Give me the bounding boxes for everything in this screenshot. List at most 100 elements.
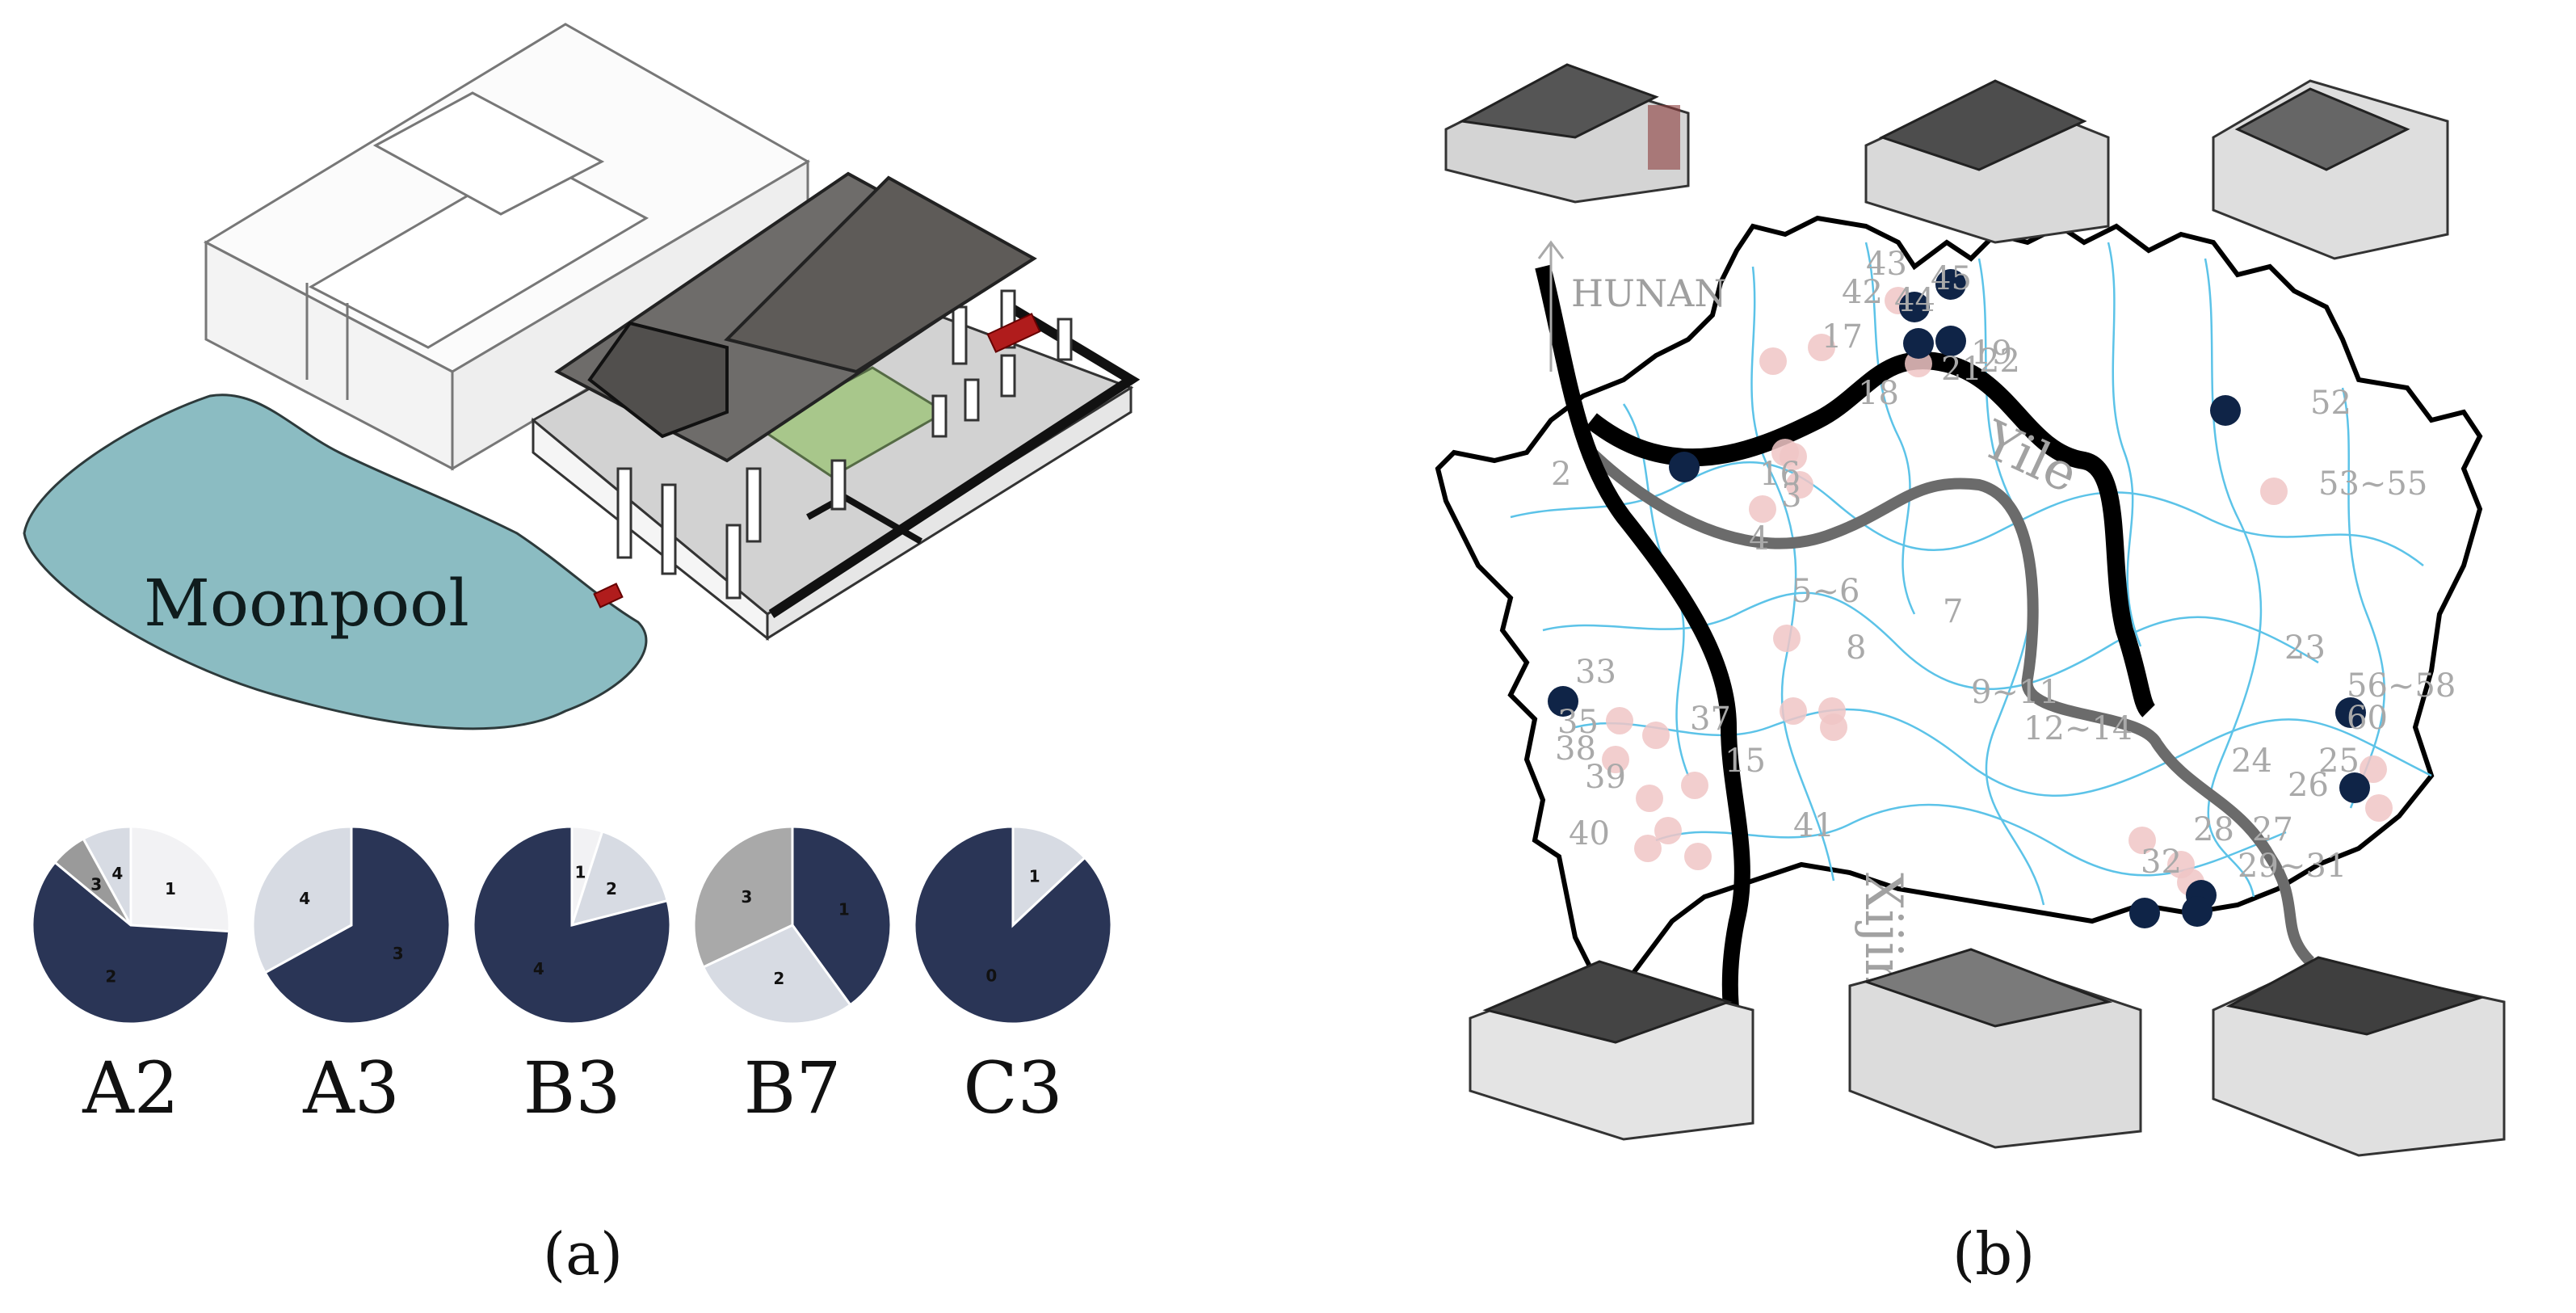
site-marker-dark xyxy=(2129,898,2160,928)
site-label: 29~31 xyxy=(2238,848,2347,885)
axonometric-drawing xyxy=(23,23,1141,730)
site-marker-light xyxy=(2128,827,2156,854)
pie-a2-slice-label-3: 4 xyxy=(111,864,123,883)
pie-a2-slice-0 xyxy=(129,825,231,933)
pie-label-b3: B3 xyxy=(523,1046,621,1130)
site-marker-light xyxy=(1636,785,1663,812)
pie-a2-slice-label-2: 3 xyxy=(90,874,102,894)
pie-a2-slice-label-0: 1 xyxy=(165,879,176,898)
pie-b3-slice-label-0: 1 xyxy=(575,863,586,882)
pie-b7-slice-0 xyxy=(791,825,893,1007)
building-thumbnail-bottom-2 xyxy=(1848,948,2142,1149)
site-markers xyxy=(1548,269,2393,928)
site-label: 5~6 xyxy=(1792,573,1860,610)
site-marker-dark xyxy=(1899,292,1930,322)
building-thumbnail-top-1 xyxy=(1444,63,1690,204)
site-marker-light xyxy=(2167,851,2195,878)
site-label: 17 xyxy=(1822,318,1863,356)
site-marker-light xyxy=(1759,347,1787,375)
site-label: 25 xyxy=(2318,743,2360,780)
site-marker-light xyxy=(1684,843,1712,870)
site-marker-light xyxy=(1808,334,1835,361)
site-label: 53~55 xyxy=(2318,465,2427,503)
site-label: 52 xyxy=(2310,385,2351,422)
river-yile xyxy=(1586,351,2156,718)
pie-b3-slice-label-2: 4 xyxy=(533,959,544,978)
brick-marker xyxy=(593,583,624,608)
site-label: 15 xyxy=(1725,743,1766,780)
site-label: 42 xyxy=(1842,274,1883,311)
site-marker-light xyxy=(1654,817,1682,844)
pie-label-a2: A2 xyxy=(82,1046,179,1130)
site-label: 39 xyxy=(1585,759,1626,796)
site-label: 8 xyxy=(1846,629,1866,667)
site-marker-light xyxy=(1681,772,1708,799)
site-label: 44 xyxy=(1894,282,1935,319)
site-label: 38 xyxy=(1555,730,1596,768)
pie-c3-slice-0 xyxy=(1011,825,1087,928)
site-label: 24 xyxy=(2231,743,2272,780)
site-label: 19 xyxy=(1971,335,2012,372)
site-marker-light xyxy=(1642,722,1670,749)
site-label: 45 xyxy=(1931,260,1972,297)
site-marker-light xyxy=(2360,755,2387,783)
direction-label-hunan: HUNAN xyxy=(1571,271,1727,315)
site-marker-light xyxy=(1780,443,1807,470)
site-label: 28 xyxy=(2193,811,2234,848)
pie-label-a3: A3 xyxy=(303,1046,400,1130)
pie-b3-slice-label-1: 2 xyxy=(606,879,617,898)
pie-c3-slice-label-0: 1 xyxy=(1029,866,1040,886)
site-marker-light xyxy=(2260,478,2288,505)
moonpool-shape xyxy=(23,393,648,730)
site-label: 27 xyxy=(2252,811,2293,848)
site-label: 33 xyxy=(1575,654,1616,691)
site-marker-dark xyxy=(2335,697,2366,728)
red-bench xyxy=(986,313,1041,353)
pie-label-c3: C3 xyxy=(963,1046,1063,1130)
pie-a3-slice-0 xyxy=(263,825,452,1025)
site-label: 23 xyxy=(2284,629,2326,667)
pie-a2-slice-1 xyxy=(31,861,231,1025)
site-label: 9~11 xyxy=(1971,674,2060,711)
pie-b7-slice-label-1: 2 xyxy=(773,969,784,988)
site-label: 37 xyxy=(1690,701,1731,738)
site-label: 2 xyxy=(1551,456,1571,493)
site-label: 16 xyxy=(1759,456,1801,493)
site-label: 60 xyxy=(2347,700,2388,737)
caption-b: (b) xyxy=(1952,1220,2036,1288)
building-thumbnail-bottom-1 xyxy=(1469,960,1754,1141)
site-label: 26 xyxy=(2288,767,2329,804)
site-marker-light xyxy=(1606,707,1633,734)
site-label: 56~58 xyxy=(2347,667,2456,705)
site-marker-dark xyxy=(1935,326,1966,356)
site-marker-dark xyxy=(2339,772,2370,803)
pie-b3-slice-1 xyxy=(569,830,669,928)
site-label: 43 xyxy=(1866,246,1907,283)
pie-b3-slice-2 xyxy=(472,825,672,1025)
site-marker-light xyxy=(1749,495,1776,523)
site-marker-light xyxy=(2365,794,2393,822)
building-thumbnail-bottom-3 xyxy=(2212,956,2506,1157)
site-label: 7 xyxy=(1943,593,1963,630)
pie-a3-slice-1 xyxy=(251,825,353,974)
pie-b7-slice-2 xyxy=(692,825,794,969)
site-label: 41 xyxy=(1793,807,1834,844)
pie-b7-slice-label-0: 1 xyxy=(838,899,850,919)
site-marker-light xyxy=(1602,746,1629,773)
site-marker-dark xyxy=(1669,452,1700,482)
building-thumbnail-top-3 xyxy=(2212,79,2449,260)
pie-label-b7: B7 xyxy=(743,1046,842,1130)
building-thumbnail-top-2 xyxy=(1864,79,2110,244)
site-marker-dark xyxy=(2210,395,2241,426)
site-label: 3 xyxy=(1781,478,1801,515)
pie-b7-slice-1 xyxy=(701,924,852,1025)
site-marker-dark xyxy=(1548,686,1578,717)
hunan-arrow xyxy=(1537,240,1565,372)
site-label: 40 xyxy=(1569,815,1610,852)
site-label: 35 xyxy=(1557,704,1599,741)
caption-a: (a) xyxy=(543,1220,624,1288)
